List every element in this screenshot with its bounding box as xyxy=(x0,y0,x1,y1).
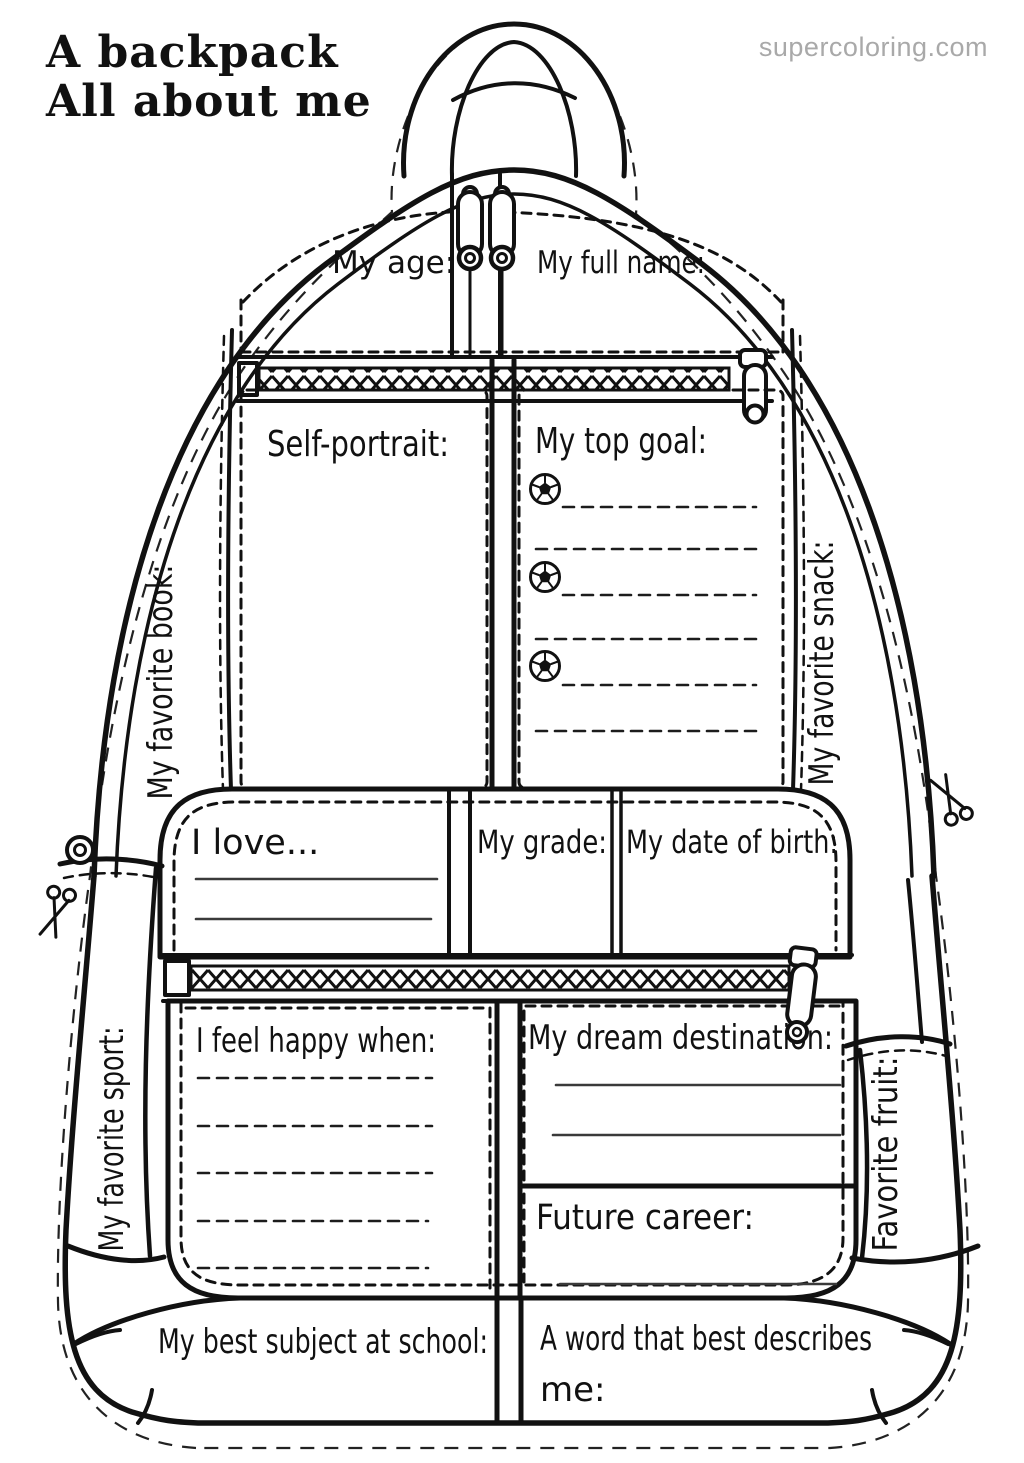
corner-arc xyxy=(870,1388,888,1425)
body-arch-outer xyxy=(91,167,937,879)
my-full-name-label: My full name: xyxy=(537,245,705,281)
handle-crossbar xyxy=(451,81,577,102)
my-grade-label: My grade: xyxy=(477,823,607,861)
watermark: supercoloring.com xyxy=(758,32,988,62)
my-favorite-snack-label: My favorite snack: xyxy=(802,541,842,786)
top-goal-panel xyxy=(517,388,785,790)
soccer-ball-icon xyxy=(529,561,561,593)
my-age-label: My age: xyxy=(332,245,455,281)
happy-panel-border xyxy=(184,1006,492,1290)
page-title-line2: All about me xyxy=(46,76,372,128)
top-zipper xyxy=(235,348,774,425)
body-lower-outline xyxy=(62,873,964,1426)
i-feel-happy-when-label: I feel happy when: xyxy=(196,1021,436,1061)
band-top-left xyxy=(71,1295,243,1347)
scissors-icon-left xyxy=(38,884,77,939)
corner-arc xyxy=(74,1328,122,1346)
zipper-pull-icon xyxy=(738,348,768,425)
handle-inner xyxy=(449,40,579,178)
handle-outer xyxy=(401,21,627,179)
page-title: A backpack All about me xyxy=(46,28,372,127)
my-favorite-book-label: My favorite book: xyxy=(141,565,181,800)
left-strap-edge xyxy=(226,328,234,792)
flap-outline xyxy=(157,786,853,960)
right-lower-strap xyxy=(843,1034,981,1265)
favorite-fruit-label: Favorite fruit: xyxy=(866,1057,906,1252)
corner-arc xyxy=(136,1388,154,1425)
dream-panel-border xyxy=(522,1004,842,1182)
right-side-seam xyxy=(906,878,924,1044)
word-describes-me-label-line1: A word that best describes xyxy=(540,1319,872,1359)
self-portrait-label: Self-portrait: xyxy=(267,424,449,465)
page-title-line1: A backpack xyxy=(46,27,339,78)
lower-pocket-stitch xyxy=(179,1001,845,1287)
right-strap-stitch xyxy=(798,334,806,792)
my-dream-destination-label: My dream destination: xyxy=(528,1018,833,1058)
top-panel-stitch-right xyxy=(501,210,783,304)
happy-write-lines xyxy=(196,1076,434,1270)
strap-ring-icon xyxy=(65,835,95,865)
flap-stitch xyxy=(172,800,838,952)
corner-arc xyxy=(902,1328,950,1346)
word-describes-me-label-line2: me: xyxy=(540,1370,606,1410)
future-career-label: Future career: xyxy=(536,1198,754,1238)
my-best-subject-label: My best subject at school: xyxy=(158,1322,488,1362)
middle-zipper xyxy=(161,953,854,1003)
body-arch-inner xyxy=(114,192,914,878)
zipper-pull-pair-icon xyxy=(456,185,516,358)
band-top-right xyxy=(781,1295,953,1347)
my-favorite-sport-label: My favorite sport: xyxy=(92,1027,132,1252)
zipper-pull-icon xyxy=(785,945,819,1045)
i-love-label: I love... xyxy=(191,823,319,863)
left-strap-stitch xyxy=(218,334,226,792)
top-panel-stitch-left xyxy=(241,210,451,304)
cut-line xyxy=(56,22,970,1450)
right-strap-edge xyxy=(790,328,798,792)
soccer-ball-icon xyxy=(529,473,561,505)
soccer-ball-icon xyxy=(529,650,561,682)
scissors-icon-right xyxy=(929,773,974,827)
goal-write-lines xyxy=(534,505,758,733)
my-top-goal-label: My top goal: xyxy=(535,421,707,462)
my-date-of-birth-label: My date of birth: xyxy=(626,823,838,861)
